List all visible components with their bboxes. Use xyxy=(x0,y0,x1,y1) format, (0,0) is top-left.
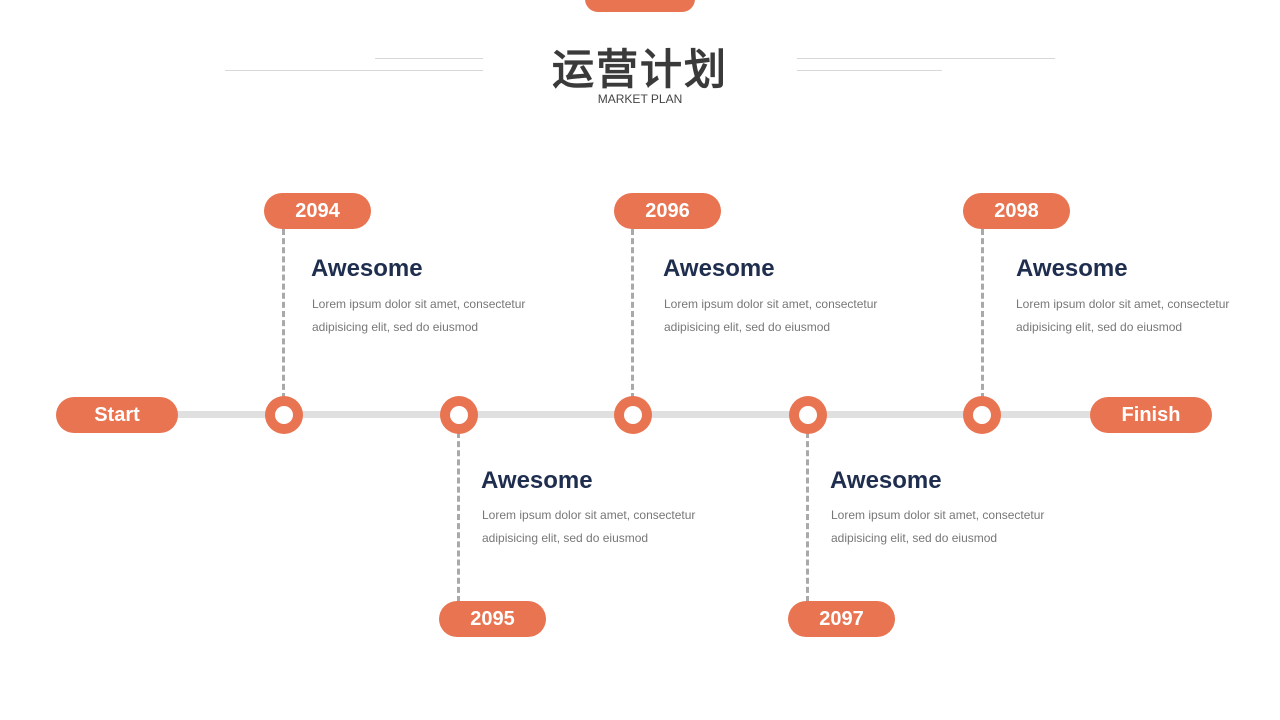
milestone-description: Lorem ipsum dolor sit amet, consectetur … xyxy=(312,297,526,334)
milestone-year-pill: 2095 xyxy=(439,601,546,637)
milestone-heading: Awesome xyxy=(1016,255,1128,282)
page-title: 运营计划 xyxy=(551,45,728,94)
milestone-year-pill: 2096 xyxy=(614,193,721,229)
milestone-description: Lorem ipsum dolor sit amet, consectetur … xyxy=(1016,297,1230,334)
milestone-node-core xyxy=(624,406,642,424)
milestone-node-core xyxy=(799,406,817,424)
milestone-connector xyxy=(806,432,809,602)
milestone-description: Lorem ipsum dolor sit amet, consectetur … xyxy=(664,297,878,334)
milestone-node-core xyxy=(275,406,293,424)
header-rule-right-short xyxy=(797,70,942,71)
milestone-connector xyxy=(282,229,285,399)
header-rule-right-long xyxy=(797,58,1055,59)
start-pill: Start xyxy=(56,397,178,433)
milestone-year-pill: 2094 xyxy=(264,193,371,229)
milestone-node xyxy=(789,396,827,434)
header-rule-left-short xyxy=(375,58,483,59)
milestone-heading: Awesome xyxy=(481,467,593,494)
milestone-heading: Awesome xyxy=(311,255,423,282)
milestone-node-core xyxy=(973,406,991,424)
milestone-node-core xyxy=(450,406,468,424)
top-decor-tab xyxy=(585,0,695,12)
milestone-heading: Awesome xyxy=(830,467,942,494)
milestone-year-pill: 2097 xyxy=(788,601,895,637)
milestone-description: Lorem ipsum dolor sit amet, consectetur … xyxy=(831,508,1045,545)
milestone-connector xyxy=(631,229,634,399)
milestone-node xyxy=(440,396,478,434)
milestone-year-pill: 2098 xyxy=(963,193,1070,229)
milestone-node xyxy=(614,396,652,434)
milestone-description: Lorem ipsum dolor sit amet, consectetur … xyxy=(482,508,696,545)
milestone-connector xyxy=(457,432,460,602)
milestone-connector xyxy=(981,229,984,399)
milestone-node xyxy=(963,396,1001,434)
finish-pill: Finish xyxy=(1090,397,1212,433)
page-subtitle: MARKET PLAN xyxy=(597,92,683,106)
header-rule-left-long xyxy=(225,70,483,71)
milestone-heading: Awesome xyxy=(663,255,775,282)
milestone-node xyxy=(265,396,303,434)
